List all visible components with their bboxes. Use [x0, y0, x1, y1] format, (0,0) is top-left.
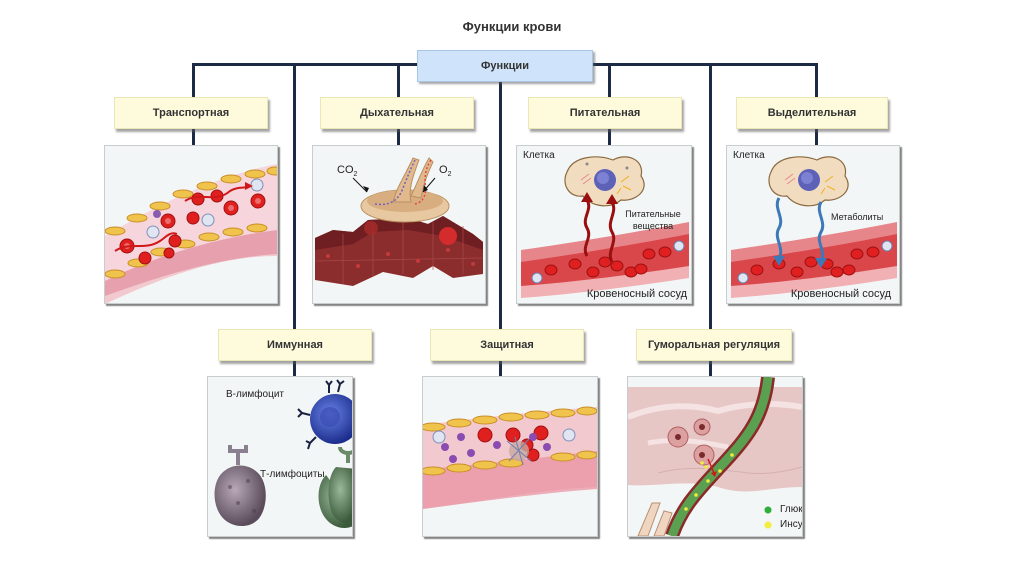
connector-protective: [499, 78, 502, 377]
cell-label: Клетка: [733, 150, 765, 161]
b-lymphocyte-label: В-лимфоцит: [226, 389, 284, 400]
label-excretory: Выделительная: [736, 97, 888, 129]
root-functions-box: Функции: [417, 50, 593, 82]
humoral-illustration: [628, 377, 802, 536]
label-protective: Защитная: [430, 329, 584, 361]
label-immune: Иммунная: [218, 329, 372, 361]
transport-illustration: [105, 164, 277, 303]
cell-label: Клетка: [523, 150, 555, 161]
o2-text: O: [439, 164, 448, 176]
connector-humoral: [709, 63, 712, 377]
immune-illustration: [214, 379, 352, 528]
panel-excretory: Клетка Метаболиты Кровеносный сосуд: [726, 145, 900, 304]
nutrients-label-line2: вещества: [632, 221, 674, 231]
t-lymphocytes-label: Т-лимфоциты: [260, 469, 325, 480]
vessel-label: Кровеносный сосуд: [586, 288, 687, 300]
nutrients-label: Питательные вещества: [617, 208, 689, 232]
metabolites-label: Метаболиты: [831, 212, 884, 222]
label-humoral: Гуморальная регуляция: [636, 329, 792, 361]
label-transport: Транспортная: [114, 97, 268, 129]
panel-transport: [104, 145, 278, 304]
panel-humoral: Глюкоза Инсулин: [627, 376, 803, 537]
excretory-illustration: [731, 156, 897, 298]
nutritive-illustration: [521, 156, 689, 298]
label-respiratory: Дыхательная: [320, 97, 474, 129]
panel-immune: В-лимфоцит Т-лимфоциты: [207, 376, 353, 537]
label-nutritive: Питательная: [528, 97, 682, 129]
protective-illustration: [423, 406, 597, 509]
respiratory-illustration: [314, 157, 484, 286]
nutrients-label-line1: Питательные: [625, 209, 681, 219]
panel-protective: [422, 376, 598, 537]
panel-respiratory: CO2 O2: [312, 145, 486, 304]
insulin-legend-label: Инсулин: [780, 519, 803, 530]
co2-subscript: 2: [353, 171, 358, 179]
o2-label: O2: [439, 164, 451, 178]
panel-nutritive: Клетка Питательные вещества Кровеносный …: [516, 145, 692, 304]
connector-immune: [293, 63, 296, 377]
co2-text: CO: [337, 164, 354, 176]
diagram-title: Функции крови: [462, 19, 562, 34]
glucose-legend-label: Глюкоза: [780, 504, 803, 515]
o2-subscript: 2: [447, 171, 452, 179]
vessel-label: Кровеносный сосуд: [790, 288, 891, 300]
co2-label: CO2: [337, 164, 357, 178]
